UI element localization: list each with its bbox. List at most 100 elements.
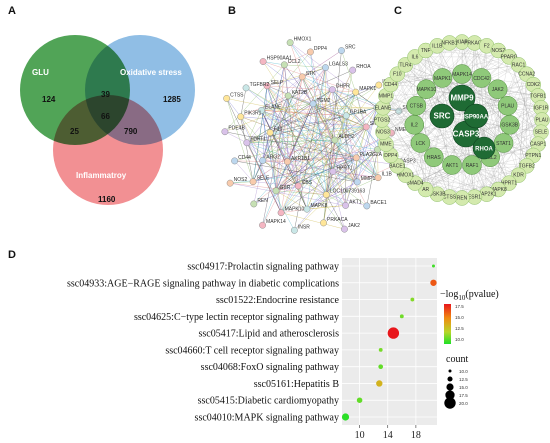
network-c-edge [498, 50, 542, 133]
network-b-node-circle [277, 209, 285, 217]
network-b-node-circle [320, 219, 327, 227]
network-b-node-circle [303, 205, 311, 213]
network-b-edge [355, 91, 378, 108]
network-b-node-circle [328, 86, 336, 94]
network-b-node: STK [298, 71, 316, 81]
pathway-label: ssc04625:C−type lectin receptor signalin… [134, 312, 339, 323]
network-b-node-label: CD44 [238, 155, 251, 161]
network-b-node: DHFR [328, 84, 350, 94]
network-c-edge [518, 74, 527, 176]
network-b-node-label: TGM2 [317, 98, 331, 104]
network-b-edge [326, 149, 378, 195]
network-b-edge [357, 164, 396, 183]
size-legend-label: 10.0 [459, 369, 468, 374]
network-b-edge [284, 64, 314, 104]
network-b-edge [326, 50, 342, 195]
network-b-edge [224, 64, 285, 132]
network-b-edge [312, 89, 333, 104]
network-b-node-label: GP1BA [350, 110, 367, 116]
network-b-node-circle [353, 178, 361, 186]
network-c-hub-circle [472, 136, 496, 160]
network-b-edge [245, 87, 358, 183]
size-legend-label: 12.5 [459, 377, 468, 382]
network-b-edge [263, 61, 285, 66]
network-c-inner-node: CTSB [406, 96, 427, 116]
network-c-edge [385, 143, 534, 156]
network-b-edge [246, 142, 327, 195]
network-b-edge [312, 103, 379, 178]
network-c-inner-circle [442, 155, 462, 175]
network-b-node-circle [338, 47, 345, 54]
network-b-edge [262, 89, 333, 226]
network-b-node-label: MAPK1 [359, 86, 376, 92]
network-b-node: ELANE [258, 104, 282, 114]
network-c-outer-label: F2 [484, 43, 490, 49]
network-b-edge [298, 185, 367, 207]
network-b-node-circle [363, 202, 371, 210]
bubbles [341, 264, 437, 421]
network-b-edge [323, 149, 378, 224]
network-b-node-label: NOS2 [234, 177, 248, 183]
pathway-label: ssc04068:FoxO signaling pathway [201, 362, 339, 373]
network-b-node: ALDH2 [331, 134, 355, 144]
network-b-node: LOC100739163 [322, 189, 365, 199]
network-b-edge [323, 139, 336, 223]
pathway-labels: ssc04917:Prolactin signaling pathwayssc0… [67, 262, 340, 424]
network-c-inner-circle [406, 96, 427, 116]
network-b-edge [262, 85, 268, 161]
network-b-node: PRKACA [320, 217, 348, 227]
network-c-outer-label: CTSS [443, 195, 457, 201]
network-b-node-label: AKT1 [349, 199, 362, 205]
network-b-edge [240, 116, 282, 213]
network-b-edge [302, 50, 342, 78]
network-c-outer-label: GSK3B [429, 192, 446, 198]
network-b-node: PDE4B [221, 126, 245, 136]
network-b-edge [289, 42, 333, 90]
network-b-node-circle [342, 112, 350, 120]
network-c-outer-label: PPARG [500, 54, 517, 60]
network-b-node-circle [352, 88, 360, 96]
network-b-node-circle [284, 92, 292, 100]
network-b-node-circle [322, 64, 329, 71]
network-b-edge [261, 110, 358, 183]
network-b-edge [275, 185, 299, 192]
panel-letter-b: B [228, 5, 236, 17]
network-c-edge [508, 56, 539, 145]
network-b-edge [332, 89, 367, 128]
network-c-outer-node: CTSS [441, 189, 458, 205]
network-b-node-circle [259, 221, 266, 229]
size-legend-dot [447, 376, 453, 382]
network-b-node-label: IL1B [382, 172, 393, 178]
network-b-edge [281, 212, 345, 230]
network-b-node: MAPK14 [259, 219, 286, 229]
venn-label-glu: GLU [32, 68, 49, 77]
network-b-node: IL1B [374, 172, 393, 182]
network-b-node: HPRT1 [329, 166, 353, 175]
pathway-label: ssc04933:AGE−RAGE signaling pathway in d… [67, 278, 339, 289]
network-b-node-circle [272, 187, 280, 195]
bubble [341, 413, 350, 421]
network-c-edge [405, 175, 499, 190]
network-b-node-label: MMP1 [361, 176, 376, 182]
network-b-edge [226, 98, 367, 128]
network-c-edge [382, 45, 438, 133]
network-b-node: FDFT1 [243, 137, 266, 147]
network-b-edge [246, 142, 263, 161]
network-b-node-label: DPP4 [314, 46, 327, 52]
network-b-edge [275, 126, 367, 192]
network-b-edges [224, 42, 399, 231]
size-legend-dot [446, 383, 454, 391]
network-b-node-label: NME [395, 127, 407, 133]
network-c-edge [518, 64, 534, 156]
network-b-edge [262, 160, 299, 187]
network-b-node-label: INSR [298, 224, 310, 230]
network-b-node-circle [280, 61, 288, 69]
network-c-outer-label: REN [457, 196, 468, 202]
network-b-node: DPP4 [307, 46, 327, 56]
network-c-outer-label: MMP1 [379, 93, 394, 99]
network-b-edge [275, 132, 392, 192]
network-b-node: CBS [294, 180, 313, 190]
network-b-edge [253, 157, 357, 182]
